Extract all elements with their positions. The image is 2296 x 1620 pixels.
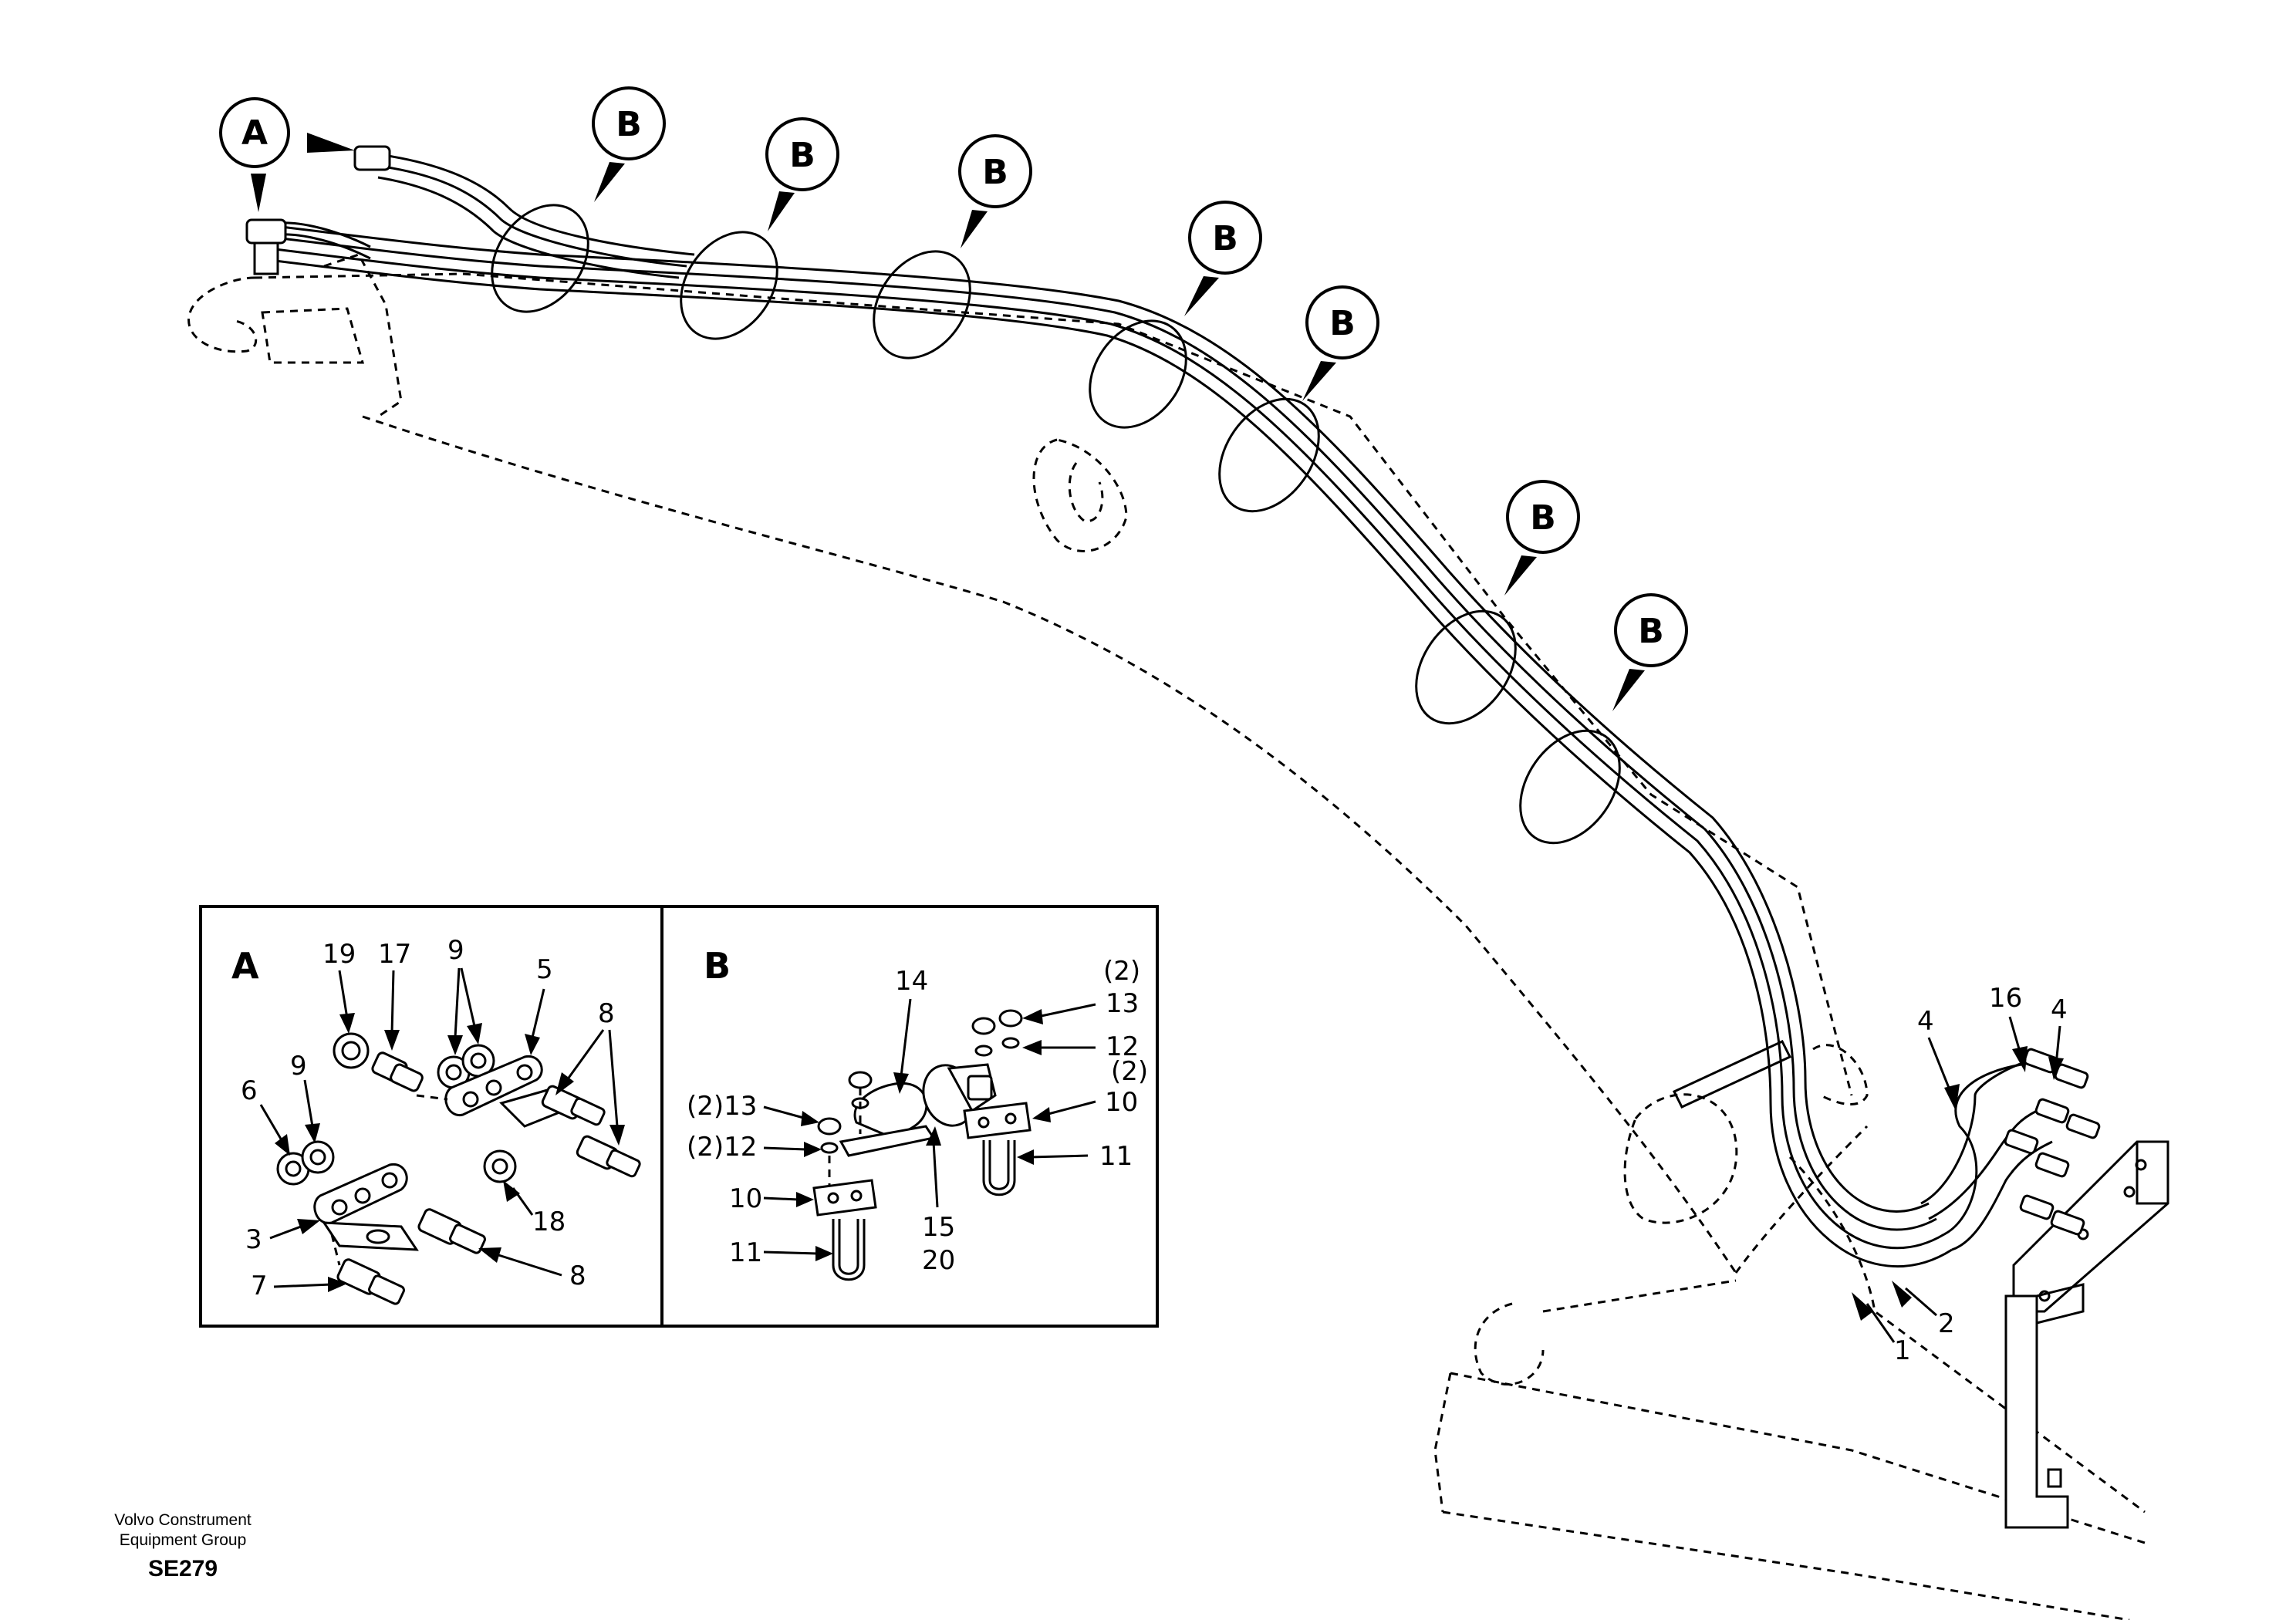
boom-outline xyxy=(187,253,2146,1620)
label-9-upper: 9 xyxy=(447,935,464,966)
clamp-ellipse xyxy=(1218,397,1320,513)
label-15: 15 xyxy=(922,1212,955,1243)
clamp-ellipse xyxy=(1415,609,1517,725)
nut-18 xyxy=(483,1149,517,1183)
callout-b[interactable]: B xyxy=(1184,201,1262,316)
label-5: 5 xyxy=(536,954,553,985)
label-8-upper: 8 xyxy=(598,998,615,1029)
svg-text:B: B xyxy=(616,105,642,144)
clamp-ellipse xyxy=(1089,319,1187,429)
label-6: 6 xyxy=(241,1075,258,1106)
label-17: 17 xyxy=(378,939,411,970)
label-qty-2-bottom: (2) xyxy=(1111,1056,1148,1087)
footer-company-line2: Equipment Group xyxy=(120,1531,247,1549)
connector-8-lower xyxy=(417,1208,486,1254)
clamp-positions xyxy=(491,204,1621,845)
fitting-group-a xyxy=(245,145,391,275)
label-19: 19 xyxy=(322,939,356,970)
callout-b[interactable]: B xyxy=(1504,480,1580,596)
label-2: 2 xyxy=(1938,1308,1955,1339)
nuts-6-9 xyxy=(276,1140,335,1186)
clamp-15-20 xyxy=(922,1063,997,1127)
clamp-ellipse xyxy=(680,231,778,340)
label-18: 18 xyxy=(532,1207,566,1237)
inset-a-detail: A xyxy=(231,935,641,1305)
footer: Volvo Construment Equipment Group SE279 xyxy=(114,1511,252,1581)
nut-washer-stack-right xyxy=(971,1009,1023,1057)
callout-b[interactable]: B xyxy=(1302,285,1379,401)
nut-19 xyxy=(333,1032,370,1069)
callout-b[interactable]: B xyxy=(958,134,1032,248)
clamp-ellipse xyxy=(873,250,971,359)
label-10-left: 10 xyxy=(729,1183,762,1214)
u-bolt-11-left xyxy=(832,1219,866,1281)
label-12-left: (2)12 xyxy=(687,1132,757,1163)
label-13-right: 13 xyxy=(1106,988,1139,1019)
inset-a-title: A xyxy=(231,945,259,987)
label-4-right: 4 xyxy=(2051,994,2068,1025)
plate-3 xyxy=(313,1163,419,1251)
svg-text:A: A xyxy=(241,113,268,153)
svg-text:B: B xyxy=(1329,304,1356,343)
label-9-lower: 9 xyxy=(290,1051,307,1082)
inset-b-detail: B xyxy=(687,945,1148,1281)
callout-a[interactable]: A xyxy=(219,97,355,212)
label-20: 20 xyxy=(922,1245,955,1276)
plate-10-left xyxy=(812,1179,877,1217)
u-bolt-11-right xyxy=(982,1140,1016,1196)
connector-7 xyxy=(336,1258,405,1305)
connectors-8-upper xyxy=(541,1085,641,1178)
label-qty-2-top: (2) xyxy=(1103,956,1140,987)
drawing-code: SE279 xyxy=(148,1556,218,1581)
clamp-ellipse xyxy=(1519,729,1621,845)
label-11-right: 11 xyxy=(1099,1141,1133,1172)
hose-bundle xyxy=(254,153,2053,1267)
label-11-left: 11 xyxy=(729,1237,762,1268)
svg-text:B: B xyxy=(1212,219,1238,258)
label-4-left: 4 xyxy=(1917,1006,1934,1037)
label-13-left: (2)13 xyxy=(687,1091,757,1122)
inset-b-title: B xyxy=(704,945,731,987)
label-16: 16 xyxy=(1989,983,2022,1014)
label-8-lower: 8 xyxy=(569,1261,586,1291)
connector-17 xyxy=(371,1051,424,1092)
svg-text:B: B xyxy=(1530,498,1556,538)
label-10-right: 10 xyxy=(1105,1087,1138,1118)
footer-company-line1: Volvo Construment xyxy=(114,1511,252,1529)
label-14: 14 xyxy=(895,966,928,997)
label-3: 3 xyxy=(245,1224,262,1255)
callout-b[interactable]: B xyxy=(592,86,666,202)
plate-10-right xyxy=(963,1102,1032,1139)
hose-clamp xyxy=(1672,1040,1792,1109)
callout-b[interactable]: B xyxy=(1612,593,1688,711)
callout-b[interactable]: B xyxy=(765,117,839,231)
main-part-labels: 4 16 4 1 2 xyxy=(1852,983,2068,1366)
label-12-right: 12 xyxy=(1106,1031,1139,1062)
svg-text:B: B xyxy=(982,153,1008,192)
clamp-ellipse xyxy=(491,204,589,313)
svg-text:B: B xyxy=(789,136,815,175)
label-7: 7 xyxy=(251,1271,268,1301)
svg-text:B: B xyxy=(1638,612,1664,651)
nut-washer-stack-left xyxy=(817,1071,873,1188)
label-1: 1 xyxy=(1894,1335,1911,1366)
